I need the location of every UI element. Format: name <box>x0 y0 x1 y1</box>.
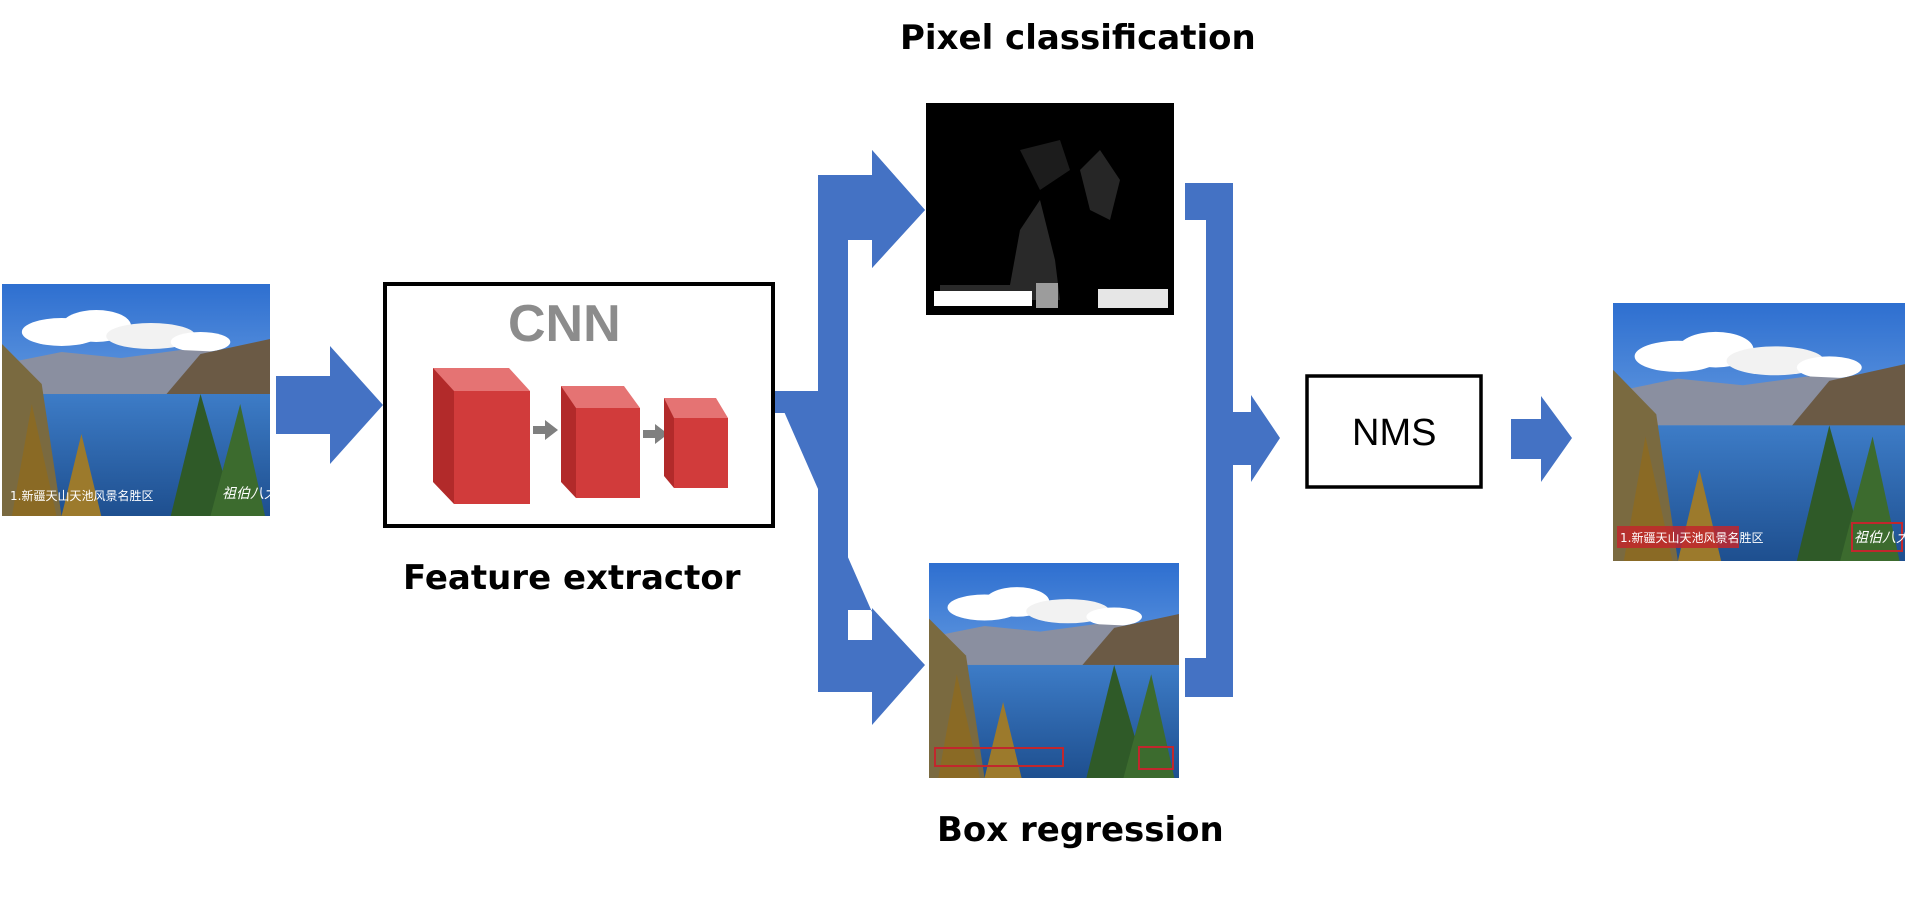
arrow-to-feature-extractor <box>276 346 383 464</box>
feature-extractor-label: Feature extractor <box>403 558 741 598</box>
output-image-caption: 1.新疆天山天池风景名胜区 <box>1620 530 1763 545</box>
cnn-cube-medium <box>561 386 640 498</box>
output-logo-box <box>1851 522 1903 552</box>
branch-stem <box>775 391 925 725</box>
arrow-to-output <box>1511 396 1572 482</box>
arrow-to-nms <box>1233 395 1280 482</box>
box-regression-image <box>929 563 1179 778</box>
cnn-label: CNN <box>508 295 621 353</box>
nms-label: NMS <box>1352 412 1437 454</box>
cnn-arrow-2 <box>643 424 668 444</box>
merge-bracket-bar <box>1186 183 1233 697</box>
pixel-classification-label: Pixel classification <box>900 18 1256 58</box>
box-regression-label: Box regression <box>937 810 1224 850</box>
cnn-cube-large <box>433 368 530 504</box>
nms-box <box>1305 374 1483 489</box>
input-image: 1.新疆天山天池风景名胜区 祖伯八大 <box>2 284 280 516</box>
cnn-cube-small <box>664 398 728 488</box>
output-image-logo: 祖伯八大 <box>1854 530 1912 546</box>
arrow-to-pixel-classification <box>818 150 925 268</box>
output-caption-box <box>1617 526 1739 548</box>
output-image: 1.新疆天山天池风景名胜区 祖伯八大 <box>1613 303 1912 561</box>
cnn-arrow-1 <box>533 420 558 440</box>
pixel-classification-map <box>926 103 1174 315</box>
merge-bracket <box>1185 183 1203 697</box>
input-image-logo: 祖伯八大 <box>222 486 280 502</box>
input-image-caption: 1.新疆天山天池风景名胜区 <box>10 488 153 503</box>
box-regression-caption-box <box>934 747 1064 767</box>
